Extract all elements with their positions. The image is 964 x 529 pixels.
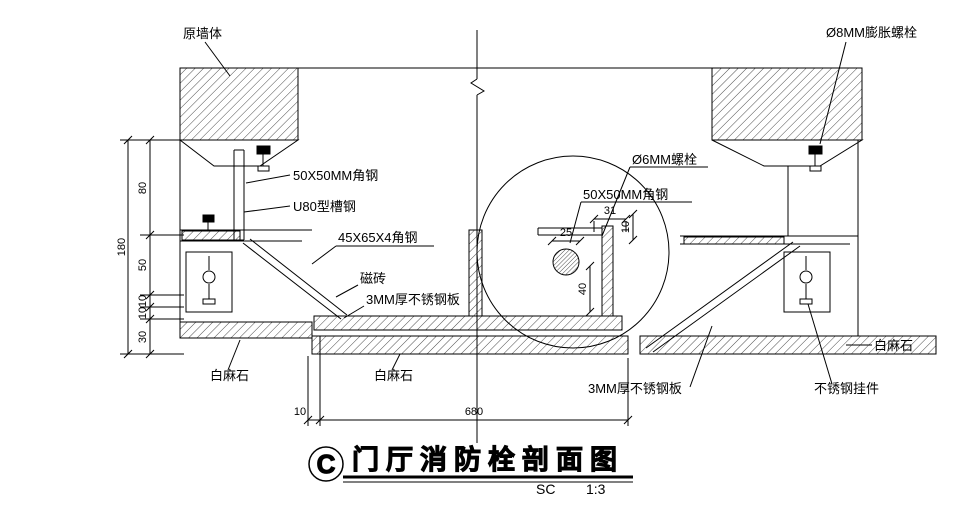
floor-bands	[179, 321, 937, 355]
sloped-panel-right	[645, 241, 794, 349]
title-block: C 门厅消防栓剖面图 SC 1:3	[308, 444, 633, 497]
granite-band-right	[639, 335, 937, 355]
concrete-wall-left	[179, 67, 299, 141]
concrete-wall-right	[711, 67, 863, 141]
dim-25: 25	[560, 227, 572, 239]
label-granite-left: 白麻石	[210, 368, 249, 383]
label-u80-channel: U80型槽钢	[293, 199, 356, 214]
dim-40: 40	[577, 283, 589, 295]
anchor-symbol-left-icon	[202, 270, 216, 284]
label-stainless-plate-left: 3MM厚不锈钢板	[366, 292, 460, 307]
dim-bottom-10: 10	[294, 406, 306, 418]
scale-label: SC	[536, 481, 555, 497]
counter-slab	[313, 315, 623, 331]
bolt-left-icon	[202, 214, 215, 223]
top-wall-structure	[178, 67, 864, 336]
label-angle-steel-50-left: 50X50MM角钢	[293, 168, 378, 183]
label-ceramic-tile: 磁砖	[360, 271, 386, 286]
dim-10-center: 10	[620, 221, 632, 233]
granite-band-center	[311, 335, 629, 355]
left-dimension-chain	[120, 135, 184, 359]
dim-10-lower: 10	[137, 307, 149, 319]
label-original-wall: 原墙体	[183, 26, 222, 41]
label-stainless-hanger: 不锈钢挂件	[814, 381, 879, 396]
detail-bubble	[308, 446, 344, 482]
leader-lines	[204, 41, 872, 388]
hydrant-cabinet-left	[185, 251, 233, 313]
detail-letter: C	[317, 449, 336, 479]
anchor-bolt-right-icon	[808, 145, 823, 155]
left-bracket-assembly	[180, 145, 348, 320]
granite-band-left	[179, 321, 313, 339]
dim-80: 80	[137, 182, 149, 194]
dim-180: 180	[116, 238, 128, 256]
bottom-dimension-chain	[303, 336, 633, 426]
label-angle-steel-45x65x4: 45X65X4角钢	[338, 230, 418, 245]
label-stainless-plate-bottom: 3MM厚不锈钢板	[588, 381, 682, 396]
sloped-panel-left	[242, 242, 342, 320]
steel-post-section	[468, 229, 483, 317]
soffit-right	[711, 139, 864, 167]
drawing-title: 门厅消防栓剖面图	[352, 444, 624, 475]
label-expansion-bolt: Ø8MM膨胀螺栓	[826, 25, 917, 40]
dim-30: 30	[137, 331, 149, 343]
label-bolt-6mm: Ø6MM螺栓	[632, 152, 697, 167]
center-assembly	[313, 225, 623, 331]
dim-bottom-680: 680	[465, 406, 483, 418]
soffit-left	[178, 139, 300, 167]
hydrant-cabinet-right	[783, 251, 831, 313]
right-bracket-assembly	[645, 145, 858, 353]
label-angle-steel-50-center: 50X50MM角钢	[583, 187, 668, 202]
steel-plate-section	[601, 225, 614, 317]
detail-circle	[476, 155, 670, 349]
dim-10-upper: 10	[137, 295, 149, 307]
label-granite-center: 白麻石	[374, 368, 413, 383]
anchor-symbol-right-icon	[799, 270, 813, 284]
dim-50: 50	[137, 259, 149, 271]
scale-value: 1:3	[586, 481, 606, 497]
label-granite-right: 白麻石	[874, 338, 913, 353]
anchor-bolt-left-icon	[256, 145, 271, 155]
bolt-section-icon	[552, 248, 580, 276]
center-dimensions	[547, 209, 638, 317]
